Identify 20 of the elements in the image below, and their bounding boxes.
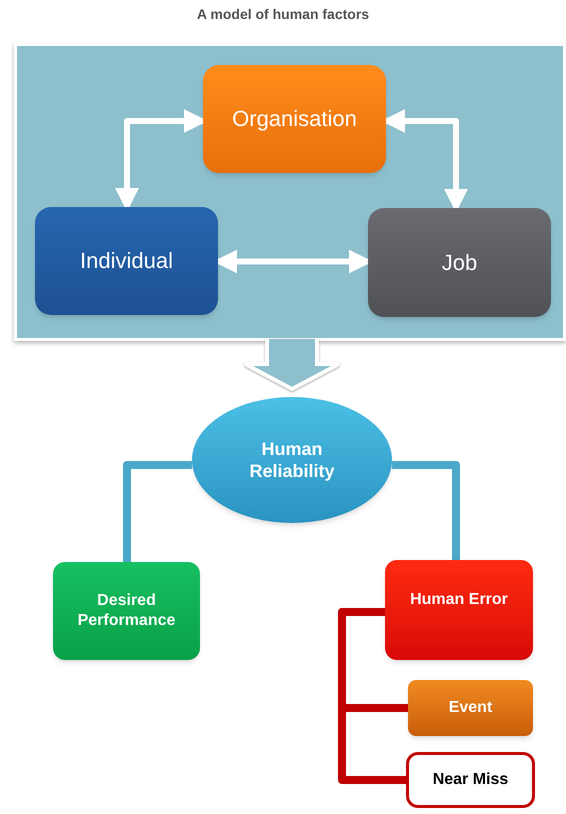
panel (14, 43, 566, 341)
process-box (35, 207, 218, 315)
process-box (203, 65, 386, 173)
node-label: Individual (80, 247, 173, 275)
connector-line (123, 461, 192, 562)
node-label: Near Miss (432, 770, 508, 790)
connector-line (392, 461, 460, 560)
process-box (53, 562, 200, 660)
node-label: Desired Performance (76, 591, 176, 631)
node-label: Organisation (232, 105, 357, 133)
node-label: Job (442, 248, 478, 276)
connector-line (338, 608, 406, 784)
process-box (385, 560, 533, 660)
process-box (406, 752, 535, 808)
node-label: Event (448, 698, 492, 718)
process-box (408, 680, 533, 736)
node-label: Human Error (410, 590, 508, 610)
process-box (368, 208, 551, 317)
title: A model of human factors (196, 5, 370, 24)
node-label: Human Reliability (248, 438, 336, 482)
